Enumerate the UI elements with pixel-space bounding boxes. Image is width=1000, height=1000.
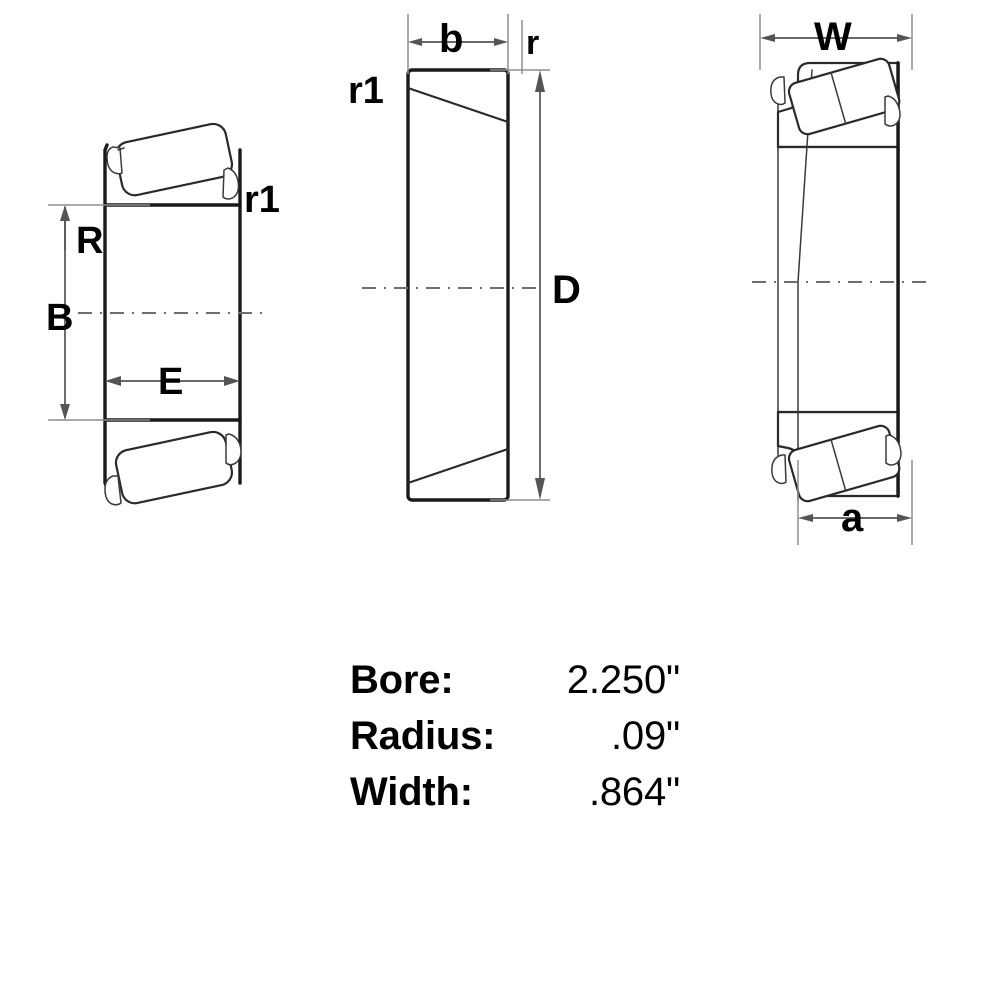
- assembly-window: [780, 148, 897, 411]
- assembly-upper-roller-caps: [770, 76, 901, 127]
- spec-value-width: .864": [588, 770, 680, 814]
- cone-side-view-svg: R B E r1: [46, 122, 280, 506]
- dimension-label-R: R: [76, 220, 103, 262]
- dimension-B: B: [46, 207, 73, 420]
- dimension-D-arrow-down: [535, 478, 545, 500]
- assembly-upper-roller-body: [787, 57, 901, 136]
- lower-roller-left-cap: [104, 475, 122, 506]
- dimension-label-E: E: [158, 361, 183, 403]
- spec-row-radius: Radius: .09": [350, 714, 680, 770]
- lower-roller-body: [114, 430, 234, 505]
- dimension-D: D: [535, 70, 581, 500]
- spec-label-bore: Bore:: [350, 658, 454, 702]
- upper-roller-left-cap: [106, 146, 123, 175]
- assembly-lower-roller-seam: [830, 438, 847, 492]
- upper-roller-end-caps: [106, 146, 240, 200]
- dimension-E-arrow-left: [105, 376, 121, 386]
- dimension-label-B: B: [46, 297, 73, 339]
- assembly-upper-roller: [787, 57, 901, 136]
- dimension-b-arrow-left: [408, 38, 422, 46]
- cone-upper-rib-left: [103, 143, 109, 207]
- spec-row-bore: Bore: 2.250": [350, 658, 680, 714]
- assembly-lower-roller-caps: [771, 434, 902, 485]
- dimension-label-r1-cone: r1: [244, 179, 280, 221]
- spec-value-radius: .09": [610, 714, 680, 758]
- dimension-W-arrow-right: [897, 34, 912, 42]
- assembly-lower-roller-left-cap: [771, 454, 787, 485]
- dimension-label-b: b: [439, 17, 463, 61]
- dimension-label-W: W: [814, 15, 852, 59]
- dimension-D-arrow-up: [535, 70, 545, 92]
- spec-row-width: Width: .864": [350, 770, 680, 826]
- upper-roller: [114, 122, 234, 197]
- dimension-b: b: [408, 17, 508, 61]
- cup-raceway-taper-bottom: [406, 447, 510, 485]
- dimension-label-r1-cup: r1: [348, 70, 384, 112]
- dimension-label-a: a: [841, 496, 864, 540]
- cone-side-view: R B E r1: [0, 0, 340, 600]
- dimension-R: R: [60, 205, 103, 262]
- dimension-B-arrow-down: [60, 404, 70, 420]
- lower-roller-end-caps: [104, 433, 242, 506]
- spec-label-radius: Radius:: [350, 714, 496, 758]
- dimension-label-D: D: [552, 268, 581, 312]
- lower-roller-right-cap: [225, 433, 242, 466]
- cup-cross-section-view: b r r1 D: [340, 0, 620, 600]
- cup-cross-section-svg: b r r1 D: [348, 14, 581, 502]
- dimension-E-arrow-right: [224, 376, 240, 386]
- cup-body: [406, 68, 510, 502]
- dimension-b-arrow-right: [494, 38, 508, 46]
- assembly-upper-roller-left-cap: [770, 76, 786, 106]
- dimension-a: a: [798, 496, 912, 540]
- upper-roller-right-cap: [222, 167, 240, 200]
- assembly-upper-roller-right-cap: [884, 95, 901, 127]
- assembly-lower-roller-right-cap: [885, 434, 902, 466]
- spec-value-bore: 2.250": [566, 658, 680, 702]
- spec-label-width: Width:: [350, 770, 473, 814]
- lower-roller: [114, 430, 234, 505]
- assembly-upper-roller-seam: [830, 71, 847, 125]
- specifications-block: Bore: 2.250" Radius: .09" Width: .864": [350, 658, 680, 826]
- dimension-W-arrow-left: [760, 34, 775, 42]
- dimension-E: E: [105, 361, 240, 403]
- cup-raceway-taper-top: [406, 86, 510, 124]
- dimension-label-r: r: [526, 24, 539, 62]
- assembly-side-view-svg: W a: [752, 14, 926, 545]
- upper-roller-left-cap-seam: [117, 147, 125, 151]
- dimension-a-arrow-left: [798, 514, 813, 522]
- dimension-a-arrow-right: [897, 514, 912, 522]
- cone-lower-rib-left: [103, 418, 109, 490]
- assembly-side-view: W a: [740, 0, 1000, 600]
- upper-roller-body: [114, 122, 234, 197]
- dimension-W: W: [760, 15, 912, 59]
